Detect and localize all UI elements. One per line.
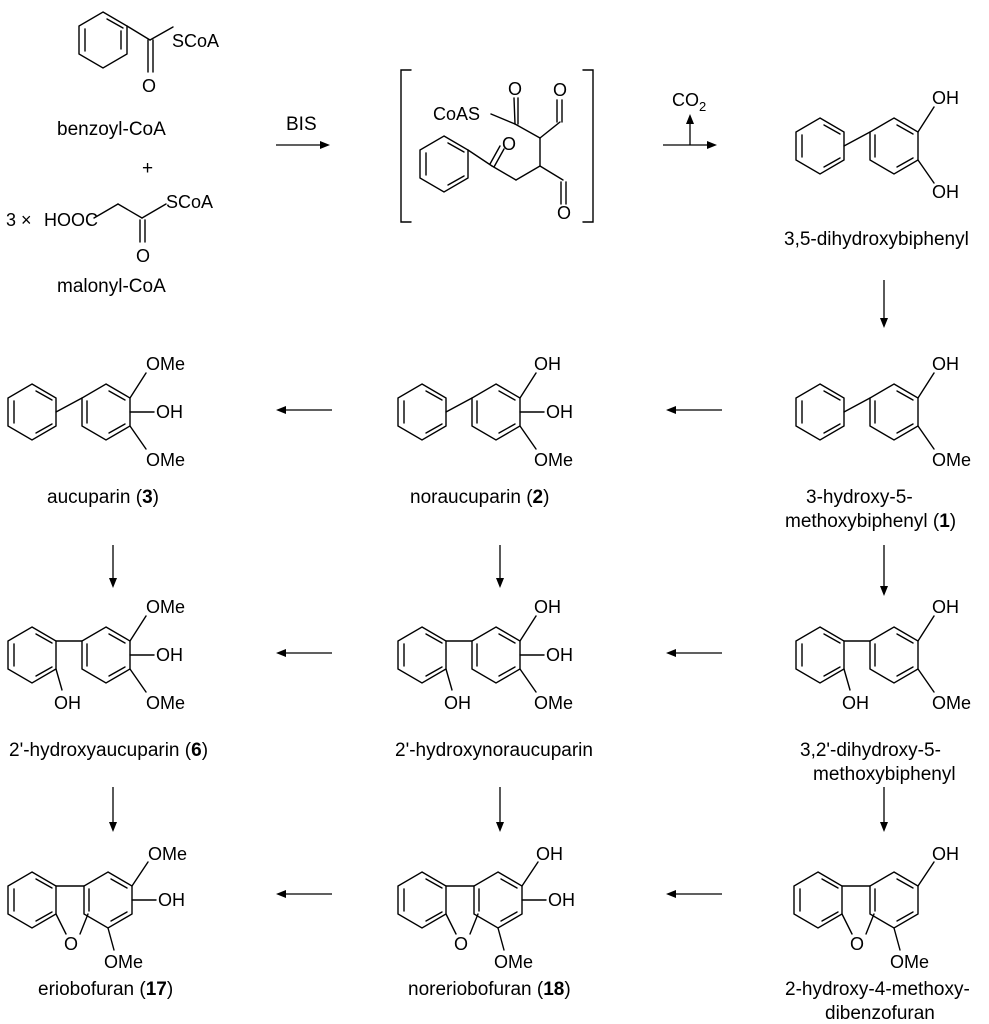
hydroxy-methoxy-dibenzofuran-structure: O OH OMe bbox=[793, 844, 959, 972]
arrow-down-right-1 bbox=[880, 280, 888, 328]
oh-label: OH bbox=[444, 693, 471, 713]
intermediate-oxygen-2: O bbox=[553, 80, 567, 100]
malonyl-scoa-label: SCoA bbox=[166, 192, 213, 212]
arrow-left-row3-a bbox=[666, 649, 722, 657]
compound-3-structure: OMe OH OMe bbox=[7, 354, 185, 470]
ome-label: OMe bbox=[534, 693, 573, 713]
arrow-down-col3-b bbox=[880, 787, 888, 832]
ome-label: OMe bbox=[146, 597, 185, 617]
arrow-left-row4-b bbox=[276, 890, 332, 898]
enzyme-label: BIS bbox=[286, 114, 317, 135]
hydroxynoraucuparin-name: 2'-hydroxynoraucuparin bbox=[395, 740, 593, 761]
dihydroxy-methoxybiphenyl-line2: methoxybiphenyl bbox=[813, 764, 956, 785]
arrow-left-row4-a bbox=[666, 890, 722, 898]
compound-2-name: noraucuparin (2) bbox=[410, 487, 549, 508]
oh-label: OH bbox=[546, 402, 573, 422]
compound-1-name-line1: 3-hydroxy-5- bbox=[806, 487, 913, 508]
compound-6-structure: OH OMe OH OMe bbox=[7, 597, 185, 713]
oh-label: OH bbox=[932, 182, 959, 202]
malonyl-oxygen-label: O bbox=[136, 246, 150, 266]
dihydroxy-methoxybiphenyl-line1: 3,2'-dihydroxy-5- bbox=[800, 740, 941, 761]
malonyl-coa-name: malonyl-CoA bbox=[57, 276, 166, 297]
compound-18-structure: O OH OH OMe bbox=[397, 844, 575, 972]
intermediate-oxygen-3: O bbox=[557, 203, 571, 223]
multiplier-label: 3 × bbox=[6, 210, 32, 230]
plus-sign: + bbox=[142, 158, 153, 179]
intermediate-oxygen-4: O bbox=[502, 134, 516, 154]
oh-label: OH bbox=[54, 693, 81, 713]
dibenzofuran-name-line2: dibenzofuran bbox=[825, 1003, 935, 1024]
ome-label: OMe bbox=[494, 952, 533, 972]
compound-6-name: 2'-hydroxyaucuparin (6) bbox=[9, 740, 208, 761]
oh-label: OH bbox=[932, 597, 959, 617]
arrow-down-col2-a bbox=[496, 545, 504, 588]
furan-oxygen-label: O bbox=[454, 934, 468, 954]
ome-label: OMe bbox=[146, 450, 185, 470]
ome-label: OMe bbox=[890, 952, 929, 972]
arrow-bis bbox=[276, 141, 330, 149]
ome-label: OMe bbox=[932, 450, 971, 470]
arrow-left-row2-a bbox=[666, 406, 722, 414]
intermediate-oxygen-1: O bbox=[508, 79, 522, 99]
ome-label: OMe bbox=[146, 354, 185, 374]
benzoyl-scoa-label: SCoA bbox=[172, 31, 219, 51]
arrow-down-col3-a bbox=[880, 545, 888, 596]
coas-label: CoAS bbox=[433, 104, 480, 124]
compound-1-name-line2: methoxybiphenyl (1) bbox=[785, 511, 956, 532]
dibenzofuran-name-line1: 2-hydroxy-4-methoxy- bbox=[785, 979, 970, 1000]
oh-label: OH bbox=[932, 844, 959, 864]
oh-label: OH bbox=[548, 890, 575, 910]
dihydroxybiphenyl-name: 3,5-dihydroxybiphenyl bbox=[784, 229, 969, 250]
co2-label: CO2 bbox=[672, 90, 706, 114]
oh-label: OH bbox=[536, 844, 563, 864]
benzoyl-oxygen-label: O bbox=[142, 76, 156, 96]
polyketide-intermediate: CoAS O O O O bbox=[400, 69, 594, 223]
compound-17-name: eriobofuran (17) bbox=[38, 979, 173, 1000]
benzoyl-coa-structure: SCoA O bbox=[78, 11, 219, 96]
ome-label: OMe bbox=[146, 693, 185, 713]
benzoyl-coa-name: benzoyl-CoA bbox=[57, 119, 166, 140]
arrow-down-col1-b bbox=[109, 787, 117, 832]
oh-label: OH bbox=[158, 890, 185, 910]
oh-label: OH bbox=[546, 645, 573, 665]
dihydroxybiphenyl-structure: OH OH bbox=[795, 88, 959, 202]
oh-label: OH bbox=[932, 88, 959, 108]
compound-18-name: noreriobofuran (18) bbox=[408, 979, 571, 1000]
compound-1-structure: OH OMe bbox=[795, 354, 971, 470]
ome-label: OMe bbox=[534, 450, 573, 470]
oh-label: OH bbox=[842, 693, 869, 713]
malonyl-coa-structure: 3 × HOOC SCoA O bbox=[6, 192, 213, 266]
arrow-down-col1-a bbox=[109, 545, 117, 588]
oh-label: OH bbox=[156, 645, 183, 665]
hooc-label: HOOC bbox=[44, 210, 98, 230]
hydroxynoraucuparin-structure: OH OH OH OMe bbox=[397, 597, 573, 713]
dihydroxy-methoxybiphenyl-structure: OH OH OMe bbox=[795, 597, 971, 713]
ome-label: OMe bbox=[148, 844, 187, 864]
furan-oxygen-label: O bbox=[64, 934, 78, 954]
ome-label: OMe bbox=[932, 693, 971, 713]
arrow-left-row3-b bbox=[276, 649, 332, 657]
ome-label: OMe bbox=[104, 952, 143, 972]
compound-2-structure: OH OH OMe bbox=[397, 354, 573, 470]
compound-17-structure: O OMe OH OMe bbox=[7, 844, 187, 972]
oh-label: OH bbox=[534, 354, 561, 374]
arrow-left-row2-b bbox=[276, 406, 332, 414]
arrow-decarboxylation bbox=[663, 114, 717, 149]
furan-oxygen-label: O bbox=[850, 934, 864, 954]
oh-label: OH bbox=[932, 354, 959, 374]
oh-label: OH bbox=[156, 402, 183, 422]
compound-3-name: aucuparin (3) bbox=[47, 487, 159, 508]
oh-label: OH bbox=[534, 597, 561, 617]
arrow-down-col2-b bbox=[496, 787, 504, 832]
